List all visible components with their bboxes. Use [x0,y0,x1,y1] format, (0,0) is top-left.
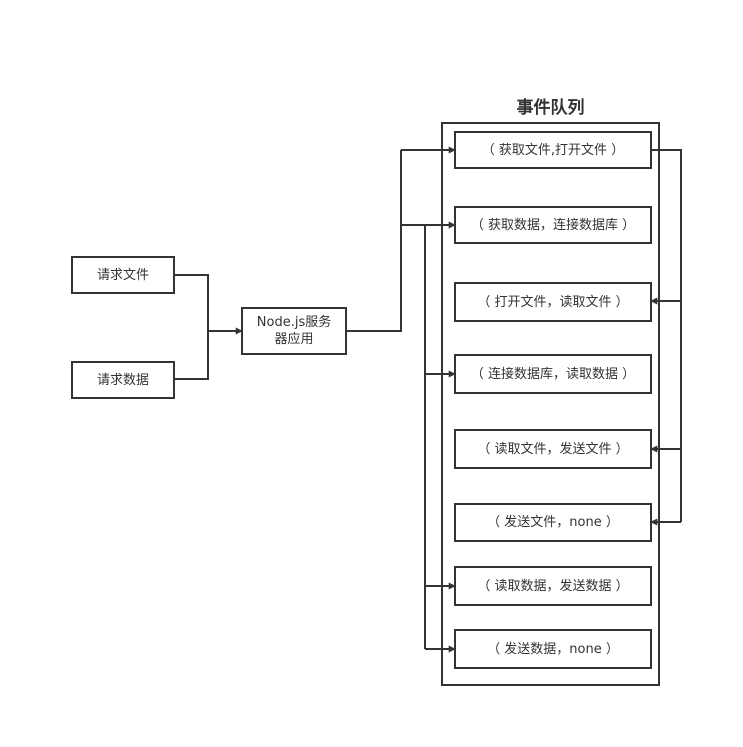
event-label: （ 获取数据，连接数据库 ） [470,217,636,233]
connector-server-out [346,150,402,332]
event-box: （ 发送数据，none ） [454,629,652,669]
event-box: （ 读取数据，发送数据 ） [454,566,652,606]
queue-title: 事件队列 [516,98,585,118]
event-box: （ 获取文件,打开文件 ） [454,131,652,169]
event-box: （ 读取文件，发送文件 ） [454,429,652,469]
event-label: （ 打开文件，读取文件 ） [477,294,629,310]
server-app-box: Node.js服务器应用 [241,307,347,355]
server-app-label: Node.js服务器应用 [256,315,332,347]
event-box: （ 发送文件，none ） [454,503,652,542]
event-label: （ 读取数据，发送数据 ） [477,578,629,594]
request-data-label: 请求数据 [96,372,149,388]
event-box: （ 连接数据库，读取数据 ） [454,354,652,394]
event-box: （ 打开文件，读取文件 ） [454,282,652,322]
event-label: （ 获取文件,打开文件 ） [481,142,625,158]
request-data-box: 请求数据 [71,361,175,399]
event-box: （ 获取数据，连接数据库 ） [454,206,652,244]
connector-feedback-loop [651,149,682,522]
event-label: （ 连接数据库，读取数据 ） [470,366,636,382]
request-file-box: 请求文件 [71,256,175,294]
event-label: （ 发送文件，none ） [487,515,619,530]
event-queue-frame [441,122,660,686]
event-label: （ 读取文件，发送文件 ） [477,441,629,457]
event-label: （ 发送数据，none ） [487,641,619,657]
request-file-label: 请求文件 [96,267,149,283]
connector-request-data [174,331,209,380]
connector-request-file [174,274,209,331]
